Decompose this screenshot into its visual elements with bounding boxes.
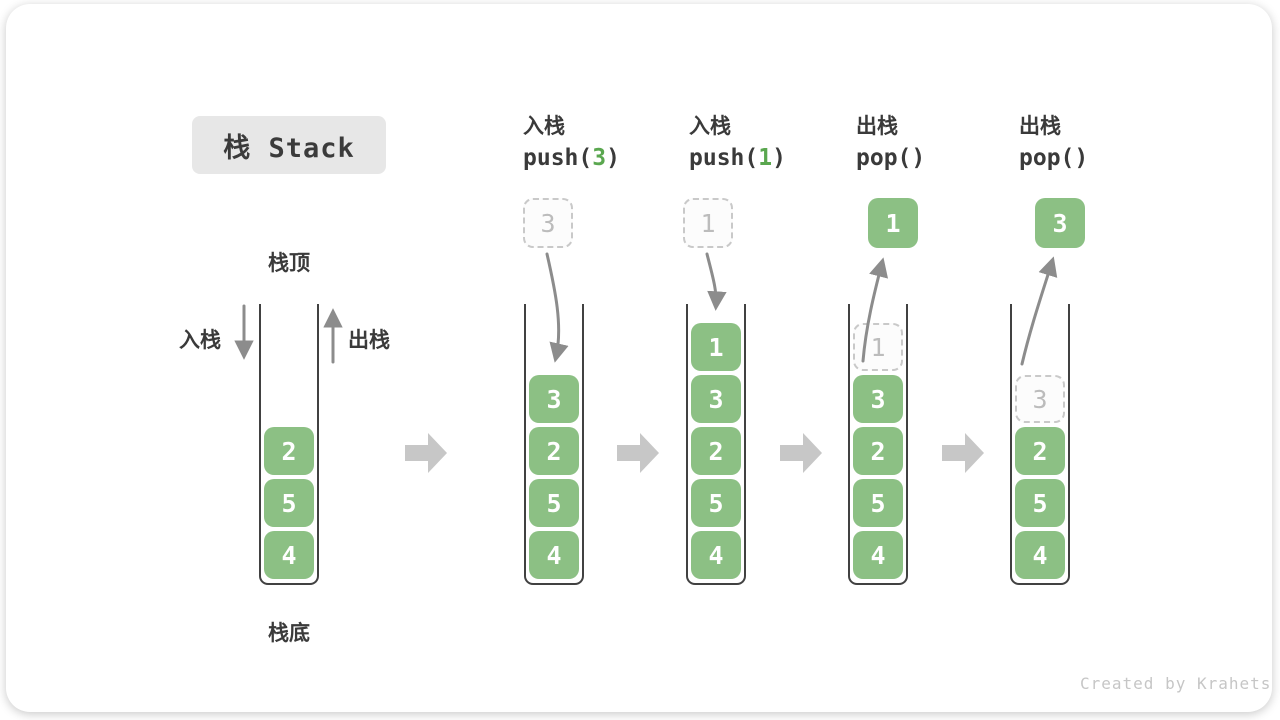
incoming-value-box-3: 3: [523, 198, 573, 248]
push-1-flow-arrow-icon: [705, 252, 727, 311]
pop-side-label: 出栈: [348, 328, 390, 352]
diagram-card: 栈 Stack 栈顶 栈底 入栈 出栈 入栈 push(3) 入栈 push(1…: [6, 4, 1272, 712]
op-code-pop-first: pop(): [856, 145, 925, 171]
stack-container-initial: 2 5 4: [259, 304, 319, 585]
stack-cell: 3: [853, 375, 903, 423]
title-badge: 栈 Stack: [192, 116, 386, 174]
popped-value-box-1: 1: [868, 198, 918, 248]
code-post: ): [772, 145, 786, 171]
stack-cell: 4: [691, 531, 741, 579]
code-post: ): [1074, 145, 1089, 171]
op-label-push-3: 入栈: [523, 114, 565, 138]
step-arrow-icon: [942, 433, 984, 473]
code-pre: push(: [523, 145, 593, 171]
stack-cell: 5: [1015, 479, 1065, 527]
code-post: ): [606, 145, 620, 171]
stack-cell: 1: [691, 323, 741, 371]
popped-value-box-3: 3: [1035, 198, 1085, 248]
stack-cell: 3: [691, 375, 741, 423]
code-pre: pop(: [1019, 145, 1075, 171]
stack-cell: 5: [264, 479, 314, 527]
op-code-push-1: push(1): [689, 145, 786, 171]
stack-cell: 5: [529, 479, 579, 527]
stack-cell: 4: [264, 531, 314, 579]
code-arg: 3: [592, 145, 607, 171]
stack-cell: 5: [853, 479, 903, 527]
push-side-label: 入栈: [179, 328, 221, 352]
op-label-pop-second: 出栈: [1019, 114, 1061, 138]
title-text: 栈 Stack: [223, 132, 355, 164]
stack-cell: 4: [1015, 531, 1065, 579]
step-arrow-icon: [405, 433, 447, 473]
stack-container-push-1: 1 3 2 5 4: [686, 304, 746, 585]
stack-cell: 5: [691, 479, 741, 527]
watermark: Created by Krahets: [1080, 674, 1272, 693]
stack-cell: 4: [529, 531, 579, 579]
op-label-pop-first: 出栈: [856, 114, 898, 138]
stack-cell: 2: [1015, 427, 1065, 475]
stack-cell-ghost: 3: [1015, 375, 1065, 423]
op-label-push-1: 入栈: [689, 114, 731, 138]
stack-cell: 4: [853, 531, 903, 579]
stack-container-pop-first: 1 3 2 5 4: [848, 304, 908, 585]
stack-container-pop-second: 3 2 5 4: [1010, 304, 1070, 585]
stack-cell: 2: [529, 427, 579, 475]
stack-cell: 3: [529, 375, 579, 423]
code-pre: pop(: [856, 145, 912, 171]
step-arrow-icon: [780, 433, 822, 473]
incoming-value-box-1: 1: [683, 198, 733, 248]
stack-cell-ghost: 1: [853, 323, 903, 371]
stack-cell: 2: [264, 427, 314, 475]
code-arg: 1: [758, 145, 773, 171]
op-code-pop-second: pop(): [1019, 145, 1088, 171]
stack-cell: 2: [853, 427, 903, 475]
op-code-push-3: push(3): [523, 145, 620, 171]
stack-container-push-3: 3 2 5 4: [524, 304, 584, 585]
stack-bottom-label: 栈底: [268, 621, 310, 645]
step-arrow-icon: [617, 433, 659, 473]
flow-arrows-overlay: [234, 252, 1058, 366]
code-pre: push(: [689, 145, 759, 171]
code-post: ): [911, 145, 926, 171]
stack-top-label: 栈顶: [268, 251, 310, 275]
stack-cell: 2: [691, 427, 741, 475]
